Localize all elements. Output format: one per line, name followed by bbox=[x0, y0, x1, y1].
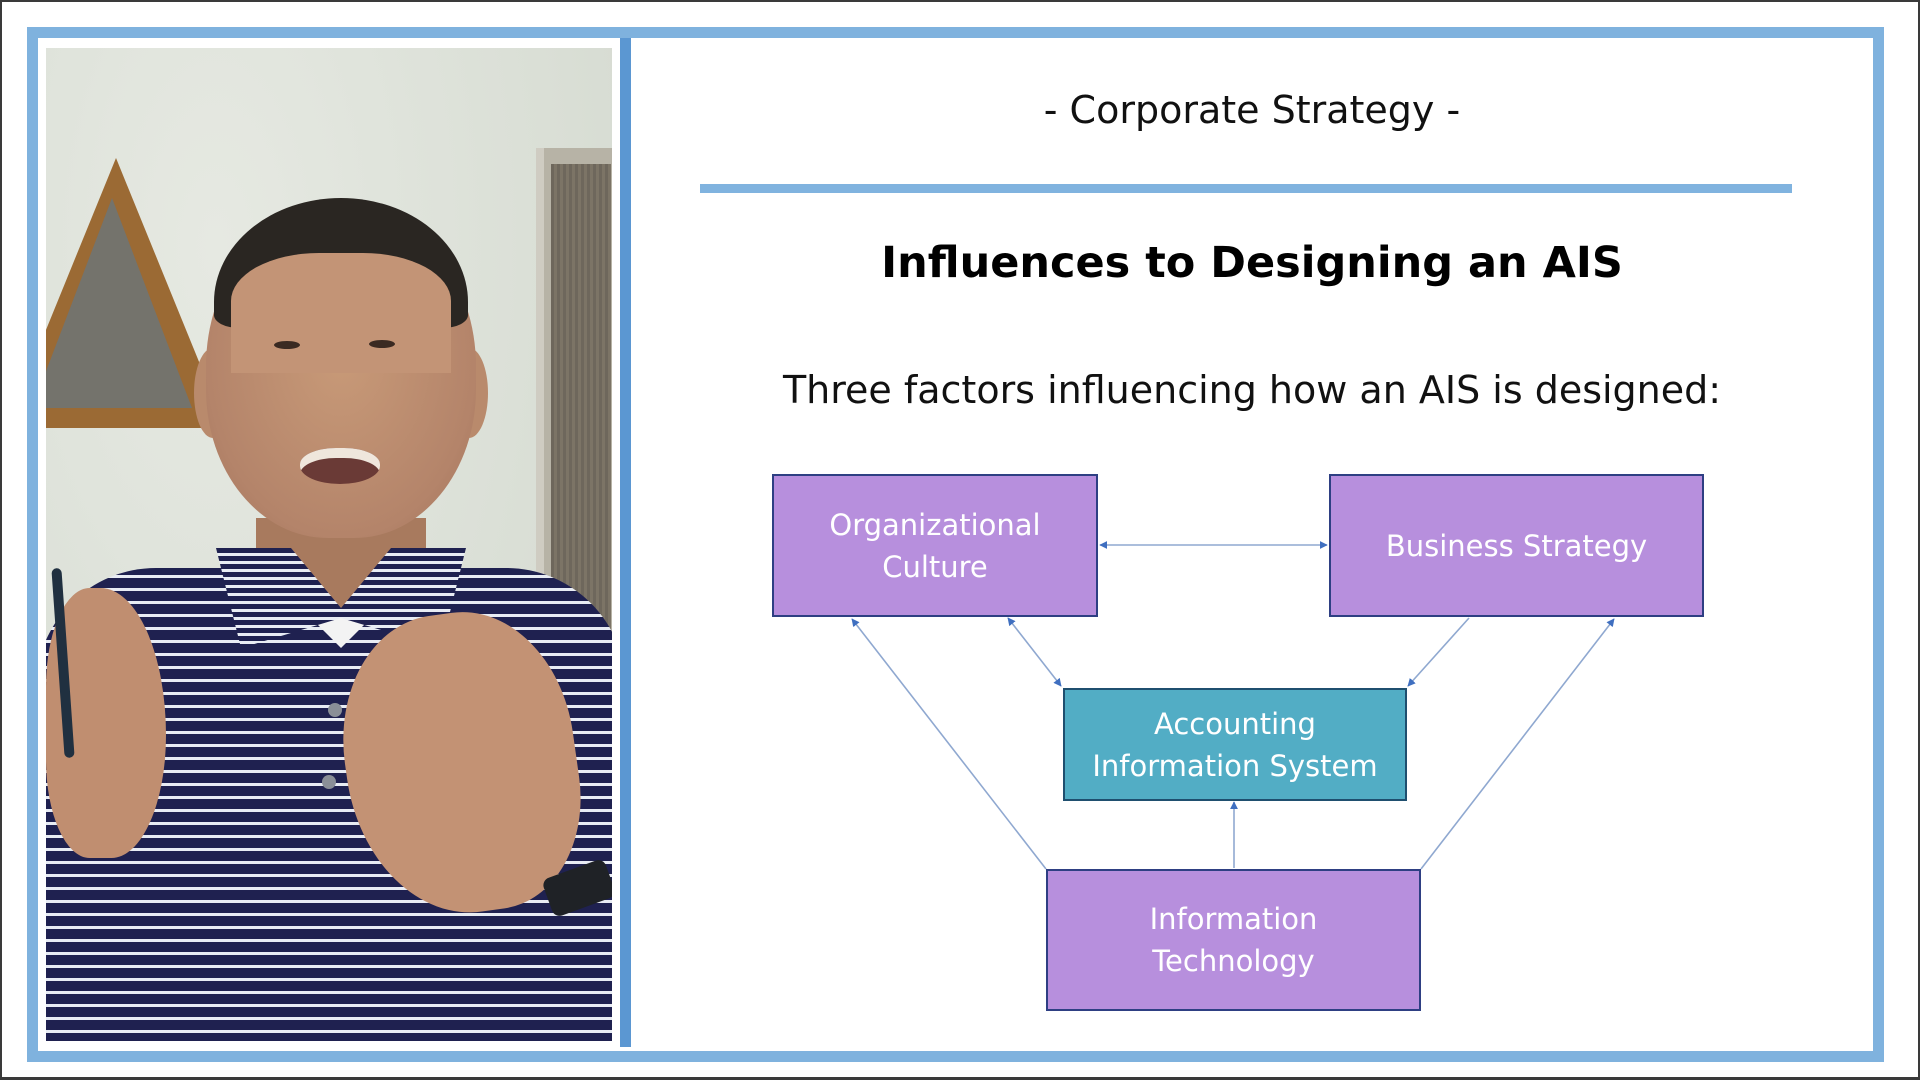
screen-edge-bottom bbox=[0, 1077, 1920, 1080]
presenter-eye bbox=[274, 341, 300, 349]
screen-edge-left bbox=[0, 0, 2, 1080]
slide-title: Influences to Designing an AIS bbox=[881, 238, 1623, 288]
section-kicker: - Corporate Strategy - bbox=[1043, 88, 1461, 132]
node-business-strategy: Business Strategy bbox=[1329, 474, 1704, 617]
presenter-forehead bbox=[231, 253, 451, 373]
presenter-video bbox=[46, 48, 612, 1041]
slide-subtitle: Three factors influencing how an AIS is … bbox=[782, 368, 1722, 412]
shirt-button bbox=[322, 775, 336, 789]
presenter-mouth bbox=[300, 448, 380, 484]
panel-divider bbox=[620, 38, 631, 1047]
node-label: Organizational Culture bbox=[829, 507, 1041, 584]
node-label-line1: Information bbox=[1149, 902, 1318, 936]
screen-edge-right bbox=[1918, 0, 1920, 1080]
triangle-wire-mesh bbox=[46, 198, 192, 408]
node-label: Business Strategy bbox=[1385, 528, 1648, 563]
node-information-technology: Information Technology bbox=[1046, 869, 1421, 1011]
screen-edge-top bbox=[0, 0, 1920, 2]
node-organizational-culture: Organizational Culture bbox=[772, 474, 1098, 617]
node-label-line2: Technology bbox=[1152, 944, 1315, 978]
node-label-line2: Information System bbox=[1092, 748, 1378, 783]
node-accounting-information-system: Accounting Information System bbox=[1063, 688, 1407, 801]
node-label-line1: Accounting bbox=[1154, 706, 1316, 741]
shirt-button bbox=[328, 703, 342, 717]
header-rule bbox=[700, 184, 1792, 193]
presenter-eye bbox=[369, 340, 395, 348]
